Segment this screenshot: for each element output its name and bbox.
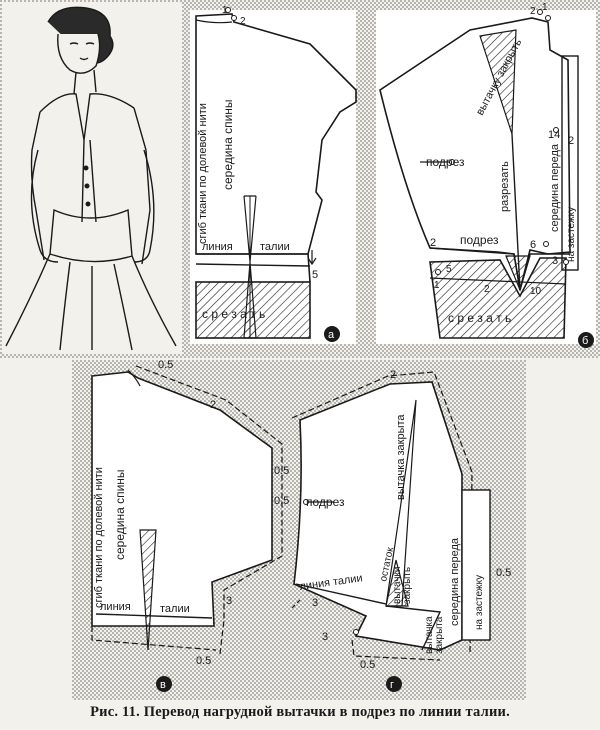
panel-b-mark-6: 6 [530,239,536,251]
panel-g-badge: г [390,679,394,691]
panel-g-close-dart-2a: вытачка [424,616,435,654]
panel-a-waist-2: талии [260,241,290,253]
fashion-illustration [2,2,182,354]
panel-b-badge: б [582,335,588,347]
panel-g-remainder-dart-2: закрыть [402,567,413,604]
figure-caption: Рис. 11. Перевод нагрудной вытачки в под… [90,704,510,720]
panel-a-waist-1: линия [202,241,233,253]
panel-b-cut-label: с р е з а т ь [448,311,511,325]
panel-a: 1 2 5 сгиб ткани по долевой нити середин… [190,5,357,344]
panel-b-mark-5: 5 [446,264,452,275]
panel-a-badge: а [328,329,335,341]
panel-b-mark-14: 14 [548,129,560,141]
panel-b-placket: на застежку [566,207,577,262]
panel-g-mark-05b: 0.5 [360,659,375,671]
panel-b-mark-1: 1 [542,2,548,13]
panel-v-waist-2: талии [160,603,190,615]
panel-b-badge-circle [578,332,594,348]
panel-b-cut-dart: разрезать [499,161,511,212]
panel-a-badge-circle [324,326,340,342]
panel-b: 1 2 14 2 2 5 1 2 6 3 10 подрез подрез ра… [376,2,596,348]
panel-a-mark-2: 2 [240,16,246,27]
panel-a-cut-label: с р е з а т ь [202,307,265,321]
panel-g-placket: на застежку [474,575,485,630]
panel-g-mark-05a: 0.5 [496,567,511,579]
panel-v-mark-05a: 0.5 [158,359,173,371]
panel-b-mark-3: 3 [552,255,558,267]
panel-b-mark-2c: 2 [430,237,436,249]
panel-b-yoke-2: подрез [460,233,499,247]
panel-v-mark-05c: 0.5 [274,465,289,477]
panel-v-mark-05d: 0.5 [274,495,289,507]
panel-g-mark-2: 2 [390,369,396,381]
panel-v: 0.5 2 3 0.5 0.5 0.5 сгиб ткани по долево… [91,359,289,692]
panel-b-mark-2d: 2 [484,284,490,295]
panel-b-mark-2: 2 [530,6,536,17]
panel-b-mark-2b: 2 [568,135,574,147]
panel-a-mark-5: 5 [312,269,318,281]
panel-b-center-front: середина переда [549,143,561,232]
panel-g-center-front: середина переда [449,537,461,626]
panel-g-mark-3: 3 [322,631,328,643]
panel-b-mark-10: 10 [530,286,542,297]
panel-v-mark-2: 2 [210,399,216,411]
panel-v-mark-3: 3 [226,595,232,607]
panel-b-yoke: подрез [426,155,465,169]
panel-g-mark-3b: 3 [312,597,318,609]
panel-g-badge-circle [386,676,402,692]
panel-v-mark-05b: 0.5 [196,655,211,667]
panel-v-badge: в [160,679,166,691]
panel-v-center-back: середина спины [113,469,127,560]
panel-a-mark-1: 1 [222,5,228,16]
panel-v-fold-label: сгиб ткани по долевой нити [93,467,105,608]
panel-b-mark-1b: 1 [434,280,440,291]
panel-a-fold-label: сгиб ткани по долевой нити [197,103,209,244]
panel-g-remainder-dart-1: вытачки [392,567,403,604]
panel-g-close-dart-2b: закрыта [434,616,445,654]
panel-v-waist-1: линия [100,601,131,613]
panel-g-yoke: подрез [306,495,345,509]
panel-v-badge-circle [156,676,172,692]
panel-g-close-dart: вытачка закрыта [395,414,407,500]
panel-a-center-back: середина спины [221,99,235,190]
panel-g: 2 0.5 0.5 3 3 подрез вытачка закрыта ост… [289,369,511,692]
